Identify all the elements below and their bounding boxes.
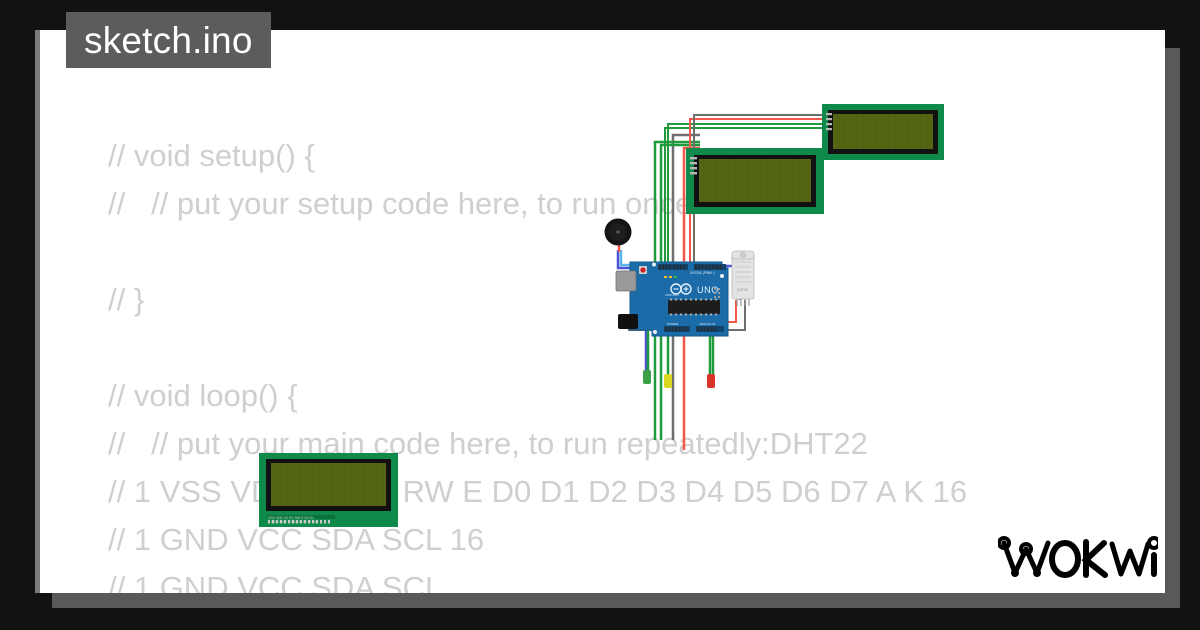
card-bottom-shadow-strip <box>52 593 1180 608</box>
editor-card: // void setup() { // // put your setup c… <box>35 30 1165 593</box>
code-line: // } <box>108 282 145 317</box>
file-tab-label: sketch.ino <box>84 19 253 61</box>
code-line: // void setup() { <box>108 138 315 173</box>
code-line: // 1 VSS VDD V0 RS RW E D0 D1 D2 D3 D4 D… <box>108 474 968 509</box>
code-line: // // put your main code here, to run re… <box>108 426 868 461</box>
file-tab[interactable]: sketch.ino <box>66 12 271 68</box>
code-line <box>108 228 1165 276</box>
code-line: // // put your setup code here, to run o… <box>108 186 701 221</box>
wokwi-logo <box>997 529 1161 592</box>
code-editor: // void setup() { // // put your setup c… <box>108 132 1165 593</box>
code-line <box>108 324 1165 372</box>
code-line: // void loop() { <box>108 378 298 413</box>
